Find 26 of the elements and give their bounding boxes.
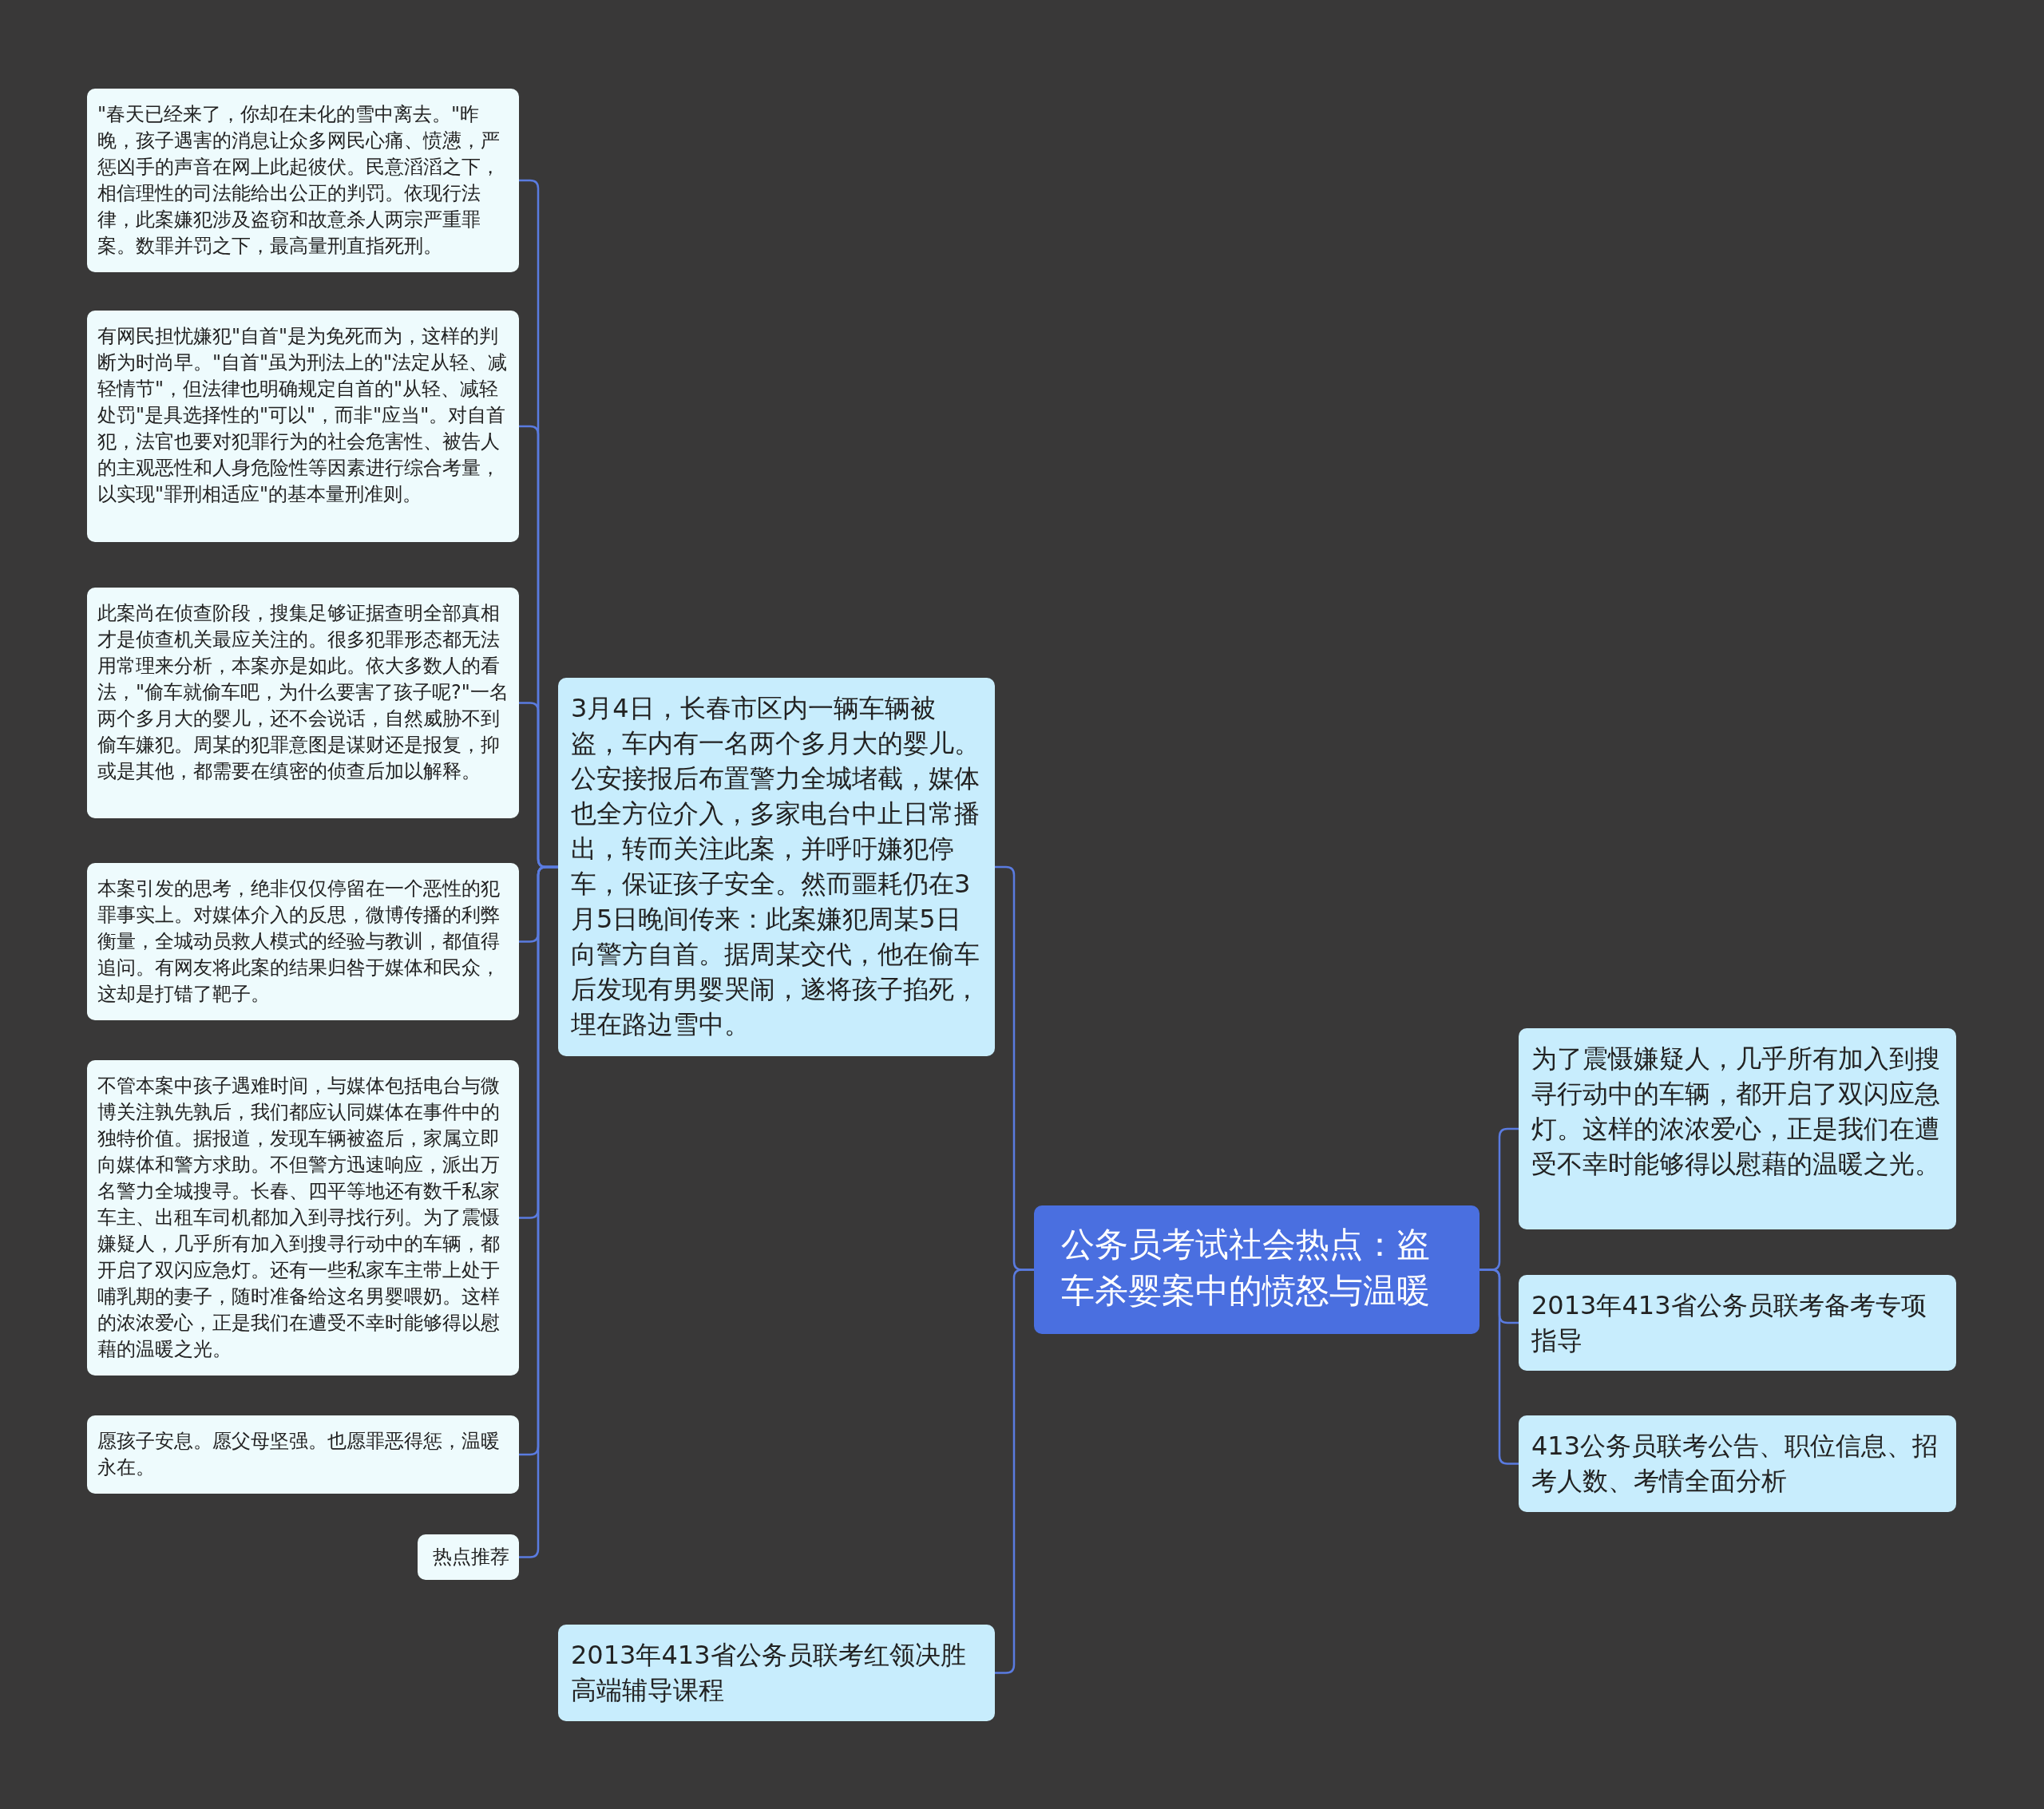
topic-box xyxy=(558,1625,995,1721)
subtopic-box xyxy=(87,311,519,542)
topic-text: 3月4日，长春市区内一辆车辆被盗，车内有一名两个多月大的婴儿。公安接报后布置警力全城堵截，媒体也全方位介入，多家电台中止日常播出，转而关注此案，并呼吁嫌犯停车，保证孩子安全。然而噩耗仍在3月5日晚间传来：此案嫌犯周某5日向警方自首。据周某交代，他在偷车后发现有男婴哭闹，遂将孩子掐死，埋在路边雪中。 xyxy=(571,692,980,1041)
topic-text: 公务员考试社会热点：盗车杀婴案中的愤怒与温暖 xyxy=(1061,1224,1431,1312)
subtopic-box xyxy=(87,863,519,1020)
topic-box xyxy=(1519,1415,1956,1512)
topic-text: 愿孩子安息。愿父母坚强。也愿罪恶得惩，温暖永在。 xyxy=(97,1429,501,1480)
topic-text: 有网民担忧嫌犯"自首"是为免死而为，这样的判断为时尚早。"自首"虽为刑法上的"法定从轻、减轻情节"，但法律也明确规定自首的"从轻、减轻处罚"是具选择性的"可以"，而非"应当"。对自首犯，法官也要对犯罪行为的社会危害性、被告人的主观恶性和人身危险性等因素进行综合考量，以实现"罪刑相适应"的基本量刑准则。 xyxy=(97,324,509,507)
topic-box xyxy=(1519,1028,1956,1229)
topic-text: "春天已经来了，你却在未化的雪中离去。"昨晚，孩子遇害的消息让众多网民心痛、愤懑，严惩凶手的声音在网上此起彼伏。民意滔滔之下，相信理性的司法能给出公正的判罚。依现行法律，此案嫌犯涉及盗窃和故意杀人两宗严重罪案。数罪并罚之下，最高量刑直指死刑。 xyxy=(97,102,501,259)
topic-text: 2013年413省公务员联考红领决胜高端辅导课程 xyxy=(571,1639,967,1707)
connector-line xyxy=(1480,1269,1519,1465)
topic-box xyxy=(1519,1275,1956,1371)
connector-line xyxy=(995,1269,1034,1674)
topic-text: 为了震慑嫌疑人，几乎所有加入到搜寻行动中的车辆，都开启了双闪应急灯。这样的浓浓爱心，正是我们在遭受不幸时能够得以慰藉的温暖之光。 xyxy=(1531,1043,1941,1181)
topic-text: 413公务员联考公告、职位信息、招考人数、考情全面分析 xyxy=(1531,1430,1939,1498)
subtopic-box xyxy=(87,89,519,272)
subtopic-box xyxy=(418,1534,519,1580)
topic-text: 热点推荐 xyxy=(432,1545,509,1570)
subtopic-box xyxy=(87,588,519,818)
subtopic-box xyxy=(87,1415,519,1494)
topic-text: 2013年413省公务员联考备考专项指导 xyxy=(1531,1289,1927,1357)
topic-text: 本案引发的思考，绝非仅仅停留在一个恶性的犯罪事实上。对媒体介入的反思，微博传播的利弊衡量，全城动员救人模式的经验与教训，都值得追问。有网友将此案的结果归咎于媒体和民众，这却是打错了靶子。 xyxy=(97,877,501,1007)
topic-text: 不管本案中孩子遇难时间，与媒体包括电台与微博关注孰先孰后，我们都应认同媒体在事件中的独特价值。据报道，发现车辆被盗后，家属立即向媒体和警方求助。不但警方迅速响应，派出万名警力全城搜寻。长春、四平等地还有数千私家车主、出租车司机都加入到寻找行列。为了震慑嫌疑人，几乎所有加入到搜寻行动中的车辆，都开启了双闪应急灯。还有一些私家车主带上处于哺乳期的妻子，随时准备给这名男婴喂奶。这样的浓浓爱心，正是我们在遭受不幸时能够得以慰藉的温暖之光。 xyxy=(97,1074,501,1362)
central-topic-box xyxy=(1034,1205,1480,1334)
topic-text: 此案尚在侦查阶段，搜集足够证据查明全部真相才是侦查机关最应关注的。很多犯罪形态都无法用常理来分析，本案亦是如此。依大多数人的看法，"偷车就偷车吧，为什么要害了孩子呢?"一名两个多月大的婴儿，还不会说话，自然威胁不到偷车嫌犯。周某的犯罪意图是谋财还是报复，抑或是其他，都需要在缜密的侦查后加以解释。 xyxy=(97,601,509,784)
